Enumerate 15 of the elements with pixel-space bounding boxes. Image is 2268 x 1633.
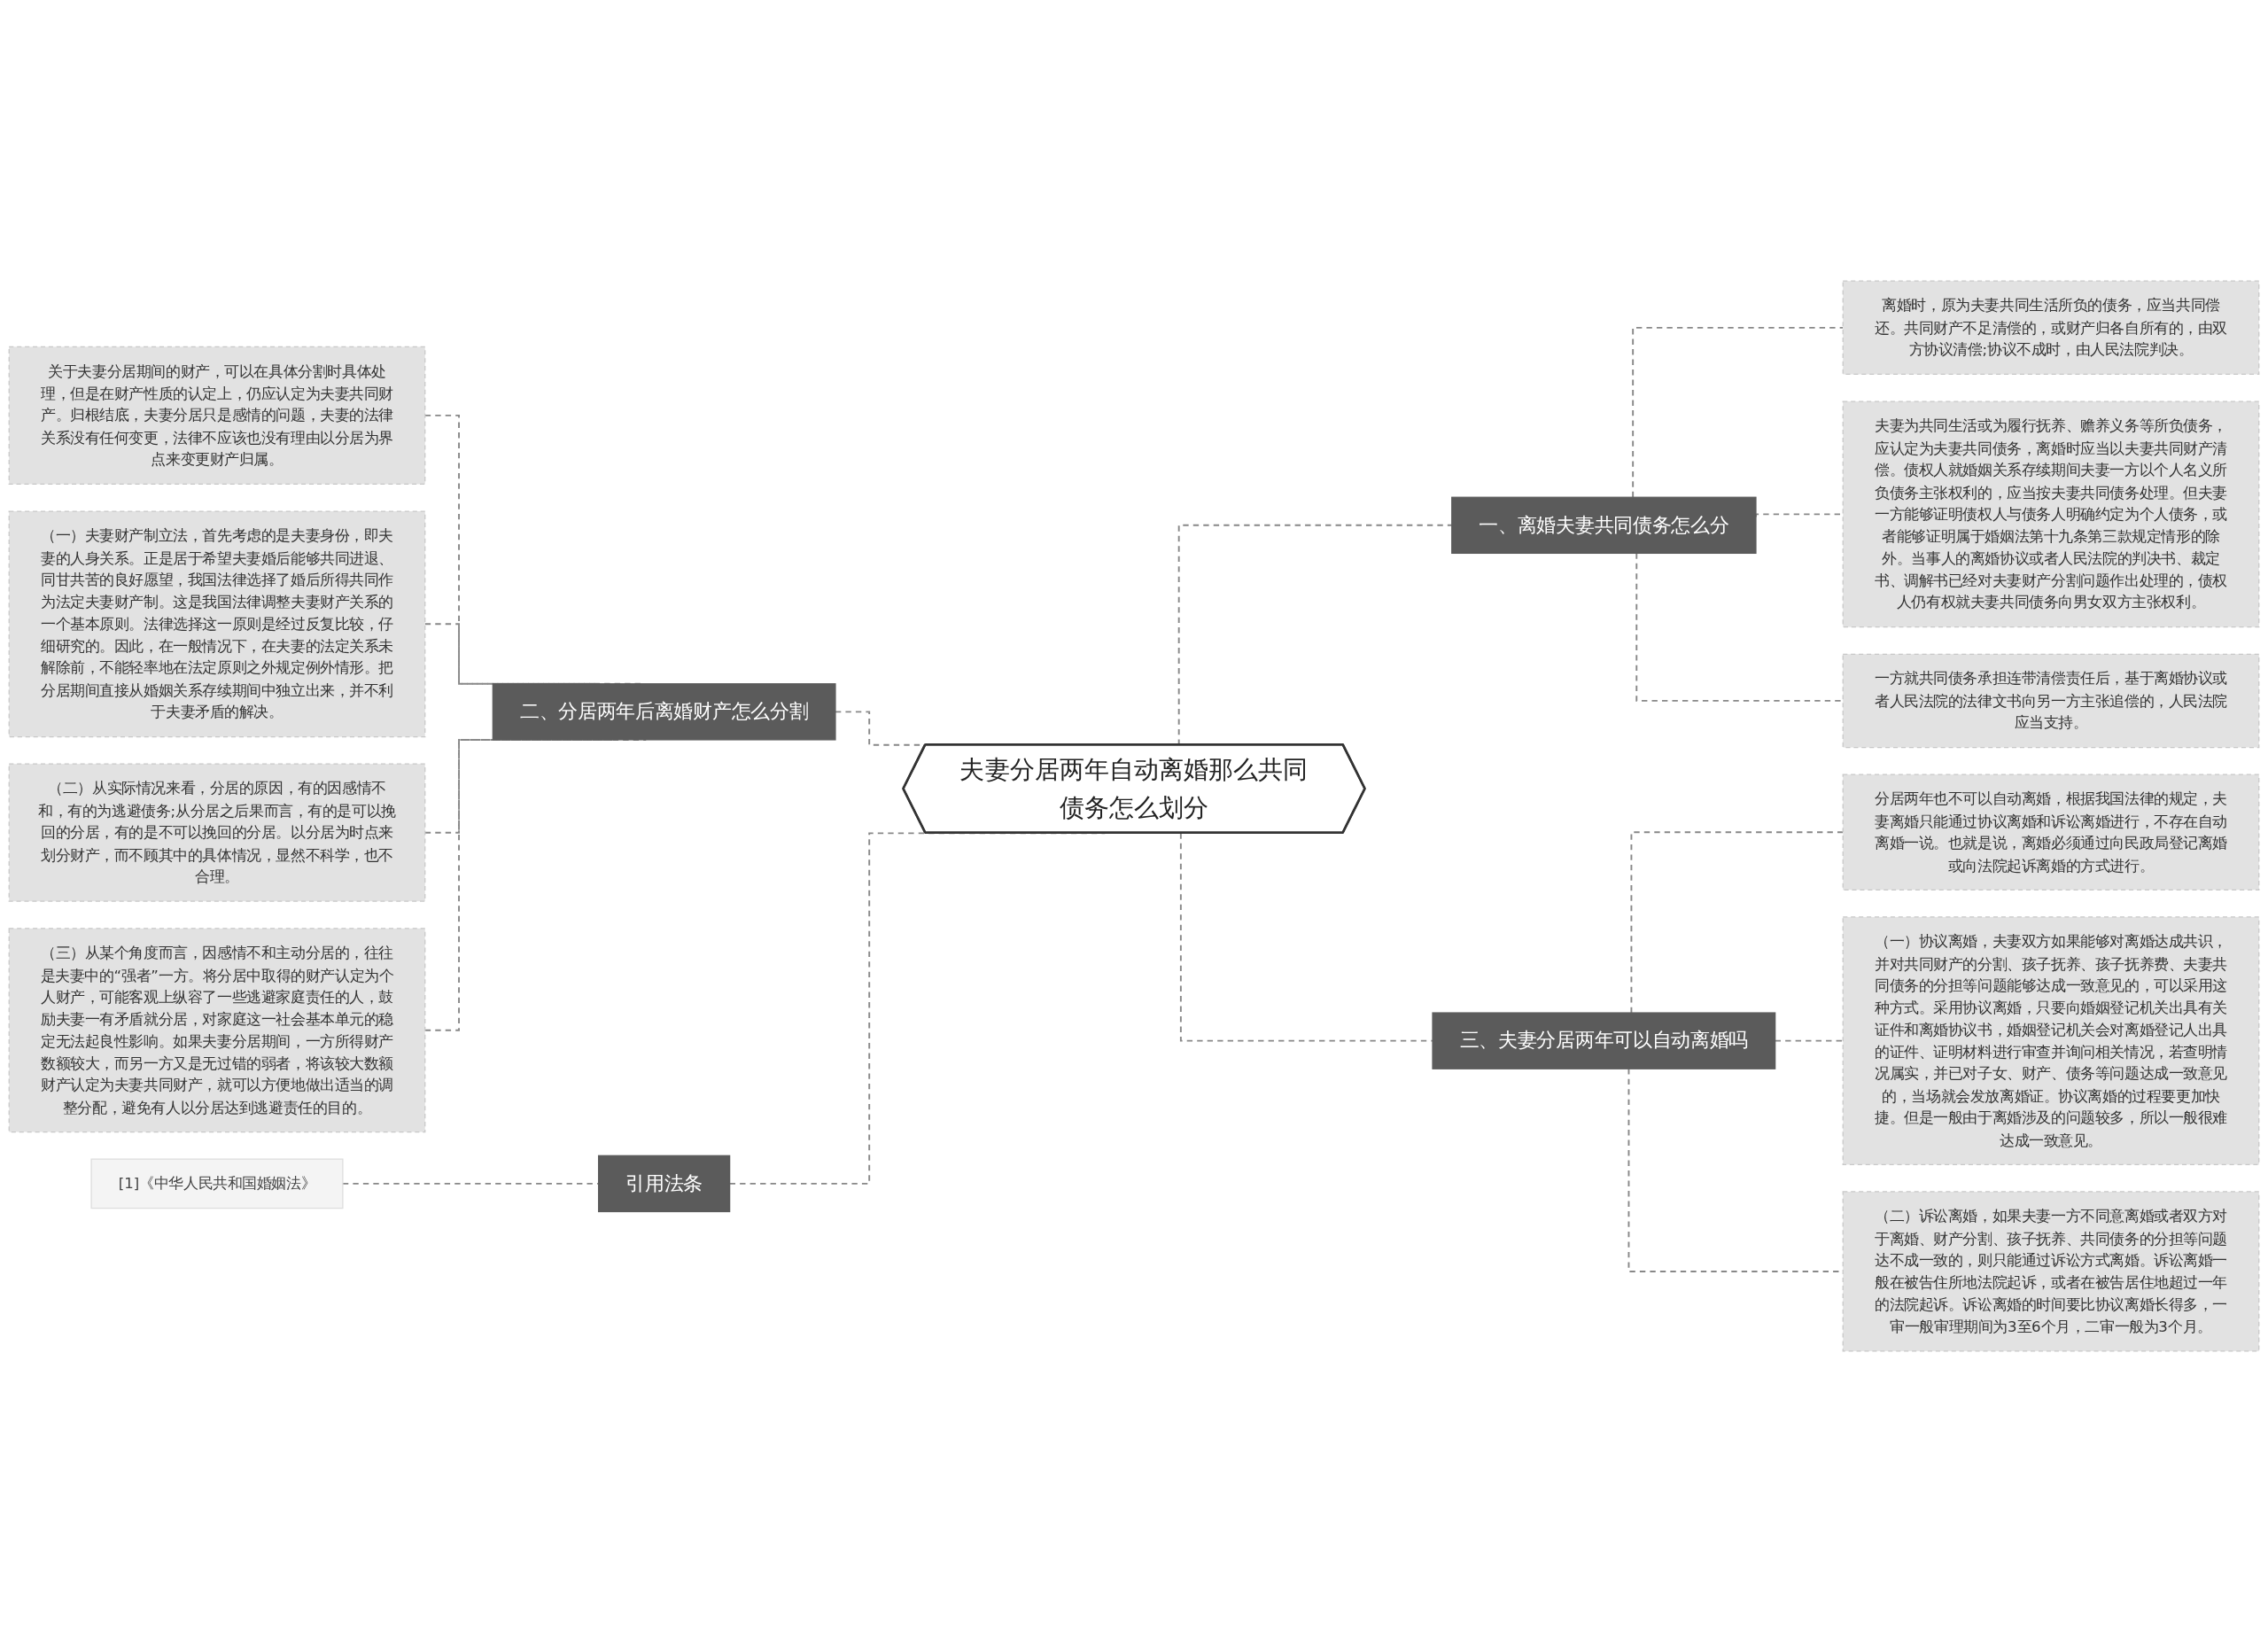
node-box: 一、离婚夫妻共同债务怎么分 — [1451, 497, 1757, 555]
node-box: 夫妻为共同生活或为履行抚养、赡养义务等所负债务，应认定为夫妻共同债务，离婚时应当以夫妻共同财产清偿。债权人就婚姻关系存续期间夫妻一方以个人名义所负债务主张权利的，应当按夫妻共同债务处理。但夫妻一方能够证明债权人与债务人明确约定为个人债务，或者能够证明属于婚姻法第十九条第三款规定情形的除外。当事人的离婚协议或者人民法院的判决书、裁定书、调解书已经对夫妻财产分割问题作出处理的，债权人仍有权就夫妻共同债务向男女双方主张权利。 — [1842, 400, 2260, 628]
node-box: 关于夫妻分居期间的财产，可以在具体分割时具体处理，但是在财产性质的认定上，仍应认定为夫妻共同财产。归根结底，夫妻分居只是感情的问题，夫妻的法律关系没有任何变更，法律不应该也没有理由以分居为界点来变更财产归属。 — [8, 346, 426, 486]
node-box: 离婚时，原为夫妻共同生活所负的债务，应当共同偿还。共同财产不足清偿的，或财产归各自所有的，由双方协议清偿;协议不成时，由人民法院判决。 — [1842, 281, 2260, 376]
node-box: （二）诉讼离婚，如果夫妻一方不同意离婚或者双方对于离婚、财产分割、孩子抚养、共同债务的分担等问题达不成一致的，则只能通过诉讼方式离婚。诉讼离婚一般在被告住所地法院起诉，或者在被告居住地超过一年的法院起诉。诉讼离婚的时间要比协议离婚长得多，一审一般审理期间为3至6个月，二审一般为3个月。 — [1842, 1191, 2260, 1352]
node-box: 分居两年也不可以自动离婚，根据我国法律的规定，夫妻离婚只能通过协议离婚和诉讼离婚进行，不存在自动离婚一说。也就是说，离婚必须通过向民政局登记离婚或向法院起诉离婚的方式进行。 — [1842, 774, 2260, 891]
node-box: 一方就共同债务承担连带清偿责任后，基于离婚协议或者人民法院的法律文书向另一方主张追偿的，人民法院应当支持。 — [1842, 654, 2260, 749]
node-box: （二）从实际情况来看，分居的原因，有的因感情不和，有的为逃避债务;从分居之后果而言，有的是可以挽回的分居，有的是不可以挽回的分居。以分居为时点来划分财产，而不顾其中的具体情况，显然不科学，也不合理。 — [8, 764, 426, 903]
node-box: 三、夫妻分居两年可以自动离婚吗 — [1432, 1012, 1776, 1070]
node-box: （一）协议离婚，夫妻双方如果能够对离婚达成共识，并对共同财产的分割、孩子抚养、孩子抚养费、夫妻共同债务的分担等问题能够达成一致意见的，可以采用这种方式。采用协议离婚，只要向婚姻登记机关出具有关证件和离婚协议书，婚姻登记机关会对离婚登记人出具的证件、证明材料进行审查并询问相关情况，若查明情况属实，并已对子女、财产、债务等问题达成一致意见的，当场就会发放离婚证。协议离婚的过程要更加快捷。但是一般由于离婚涉及的问题较多，所以一般很难达成一致意见。 — [1842, 916, 2260, 1166]
node-box: 二、分居两年后离婚财产怎么分割 — [492, 683, 836, 741]
node-box: [1]《中华人民共和国婚姻法》 — [90, 1158, 344, 1209]
node-box: 引用法条 — [598, 1155, 731, 1213]
node-box: （三）从某个角度而言，因感情不和主动分居的，往往是夫妻中的“强者”一方。将分居中取得的财产认定为个人财产，可能客观上纵容了一些逃避家庭责任的人，鼓励夫妻一有矛盾就分居，对家庭这一社会基本单元的稳定无法起良性影响。如果夫妻分居期间，一方所得财产数额较大，而另一方又是无过错的弱者，将该较大数额财产认定为夫妻共同财产，就可以方便地做出适当的调整分配，避免有人以分居达到逃避责任的目的。 — [8, 928, 426, 1133]
node-box: （一）夫妻财产制立法，首先考虑的是夫妻身份，即夫妻的人身关系。正是居于希望夫妻婚后能够共同进退、同甘共苦的良好愿望，我国法律选择了婚后所得共同作为法定夫妻财产制。这是我国法律调整夫妻财产关系的一个基本原则。法律选择这一原则是经过反复比较，仔细研究的。因此，在一般情况下，在夫妻的法定关系未解除前，不能轻率地在法定原则之外规定例外情形。把分居期间直接从婚姻关系存续期间中独立出来，并不利于夫妻矛盾的解决。 — [8, 510, 426, 738]
